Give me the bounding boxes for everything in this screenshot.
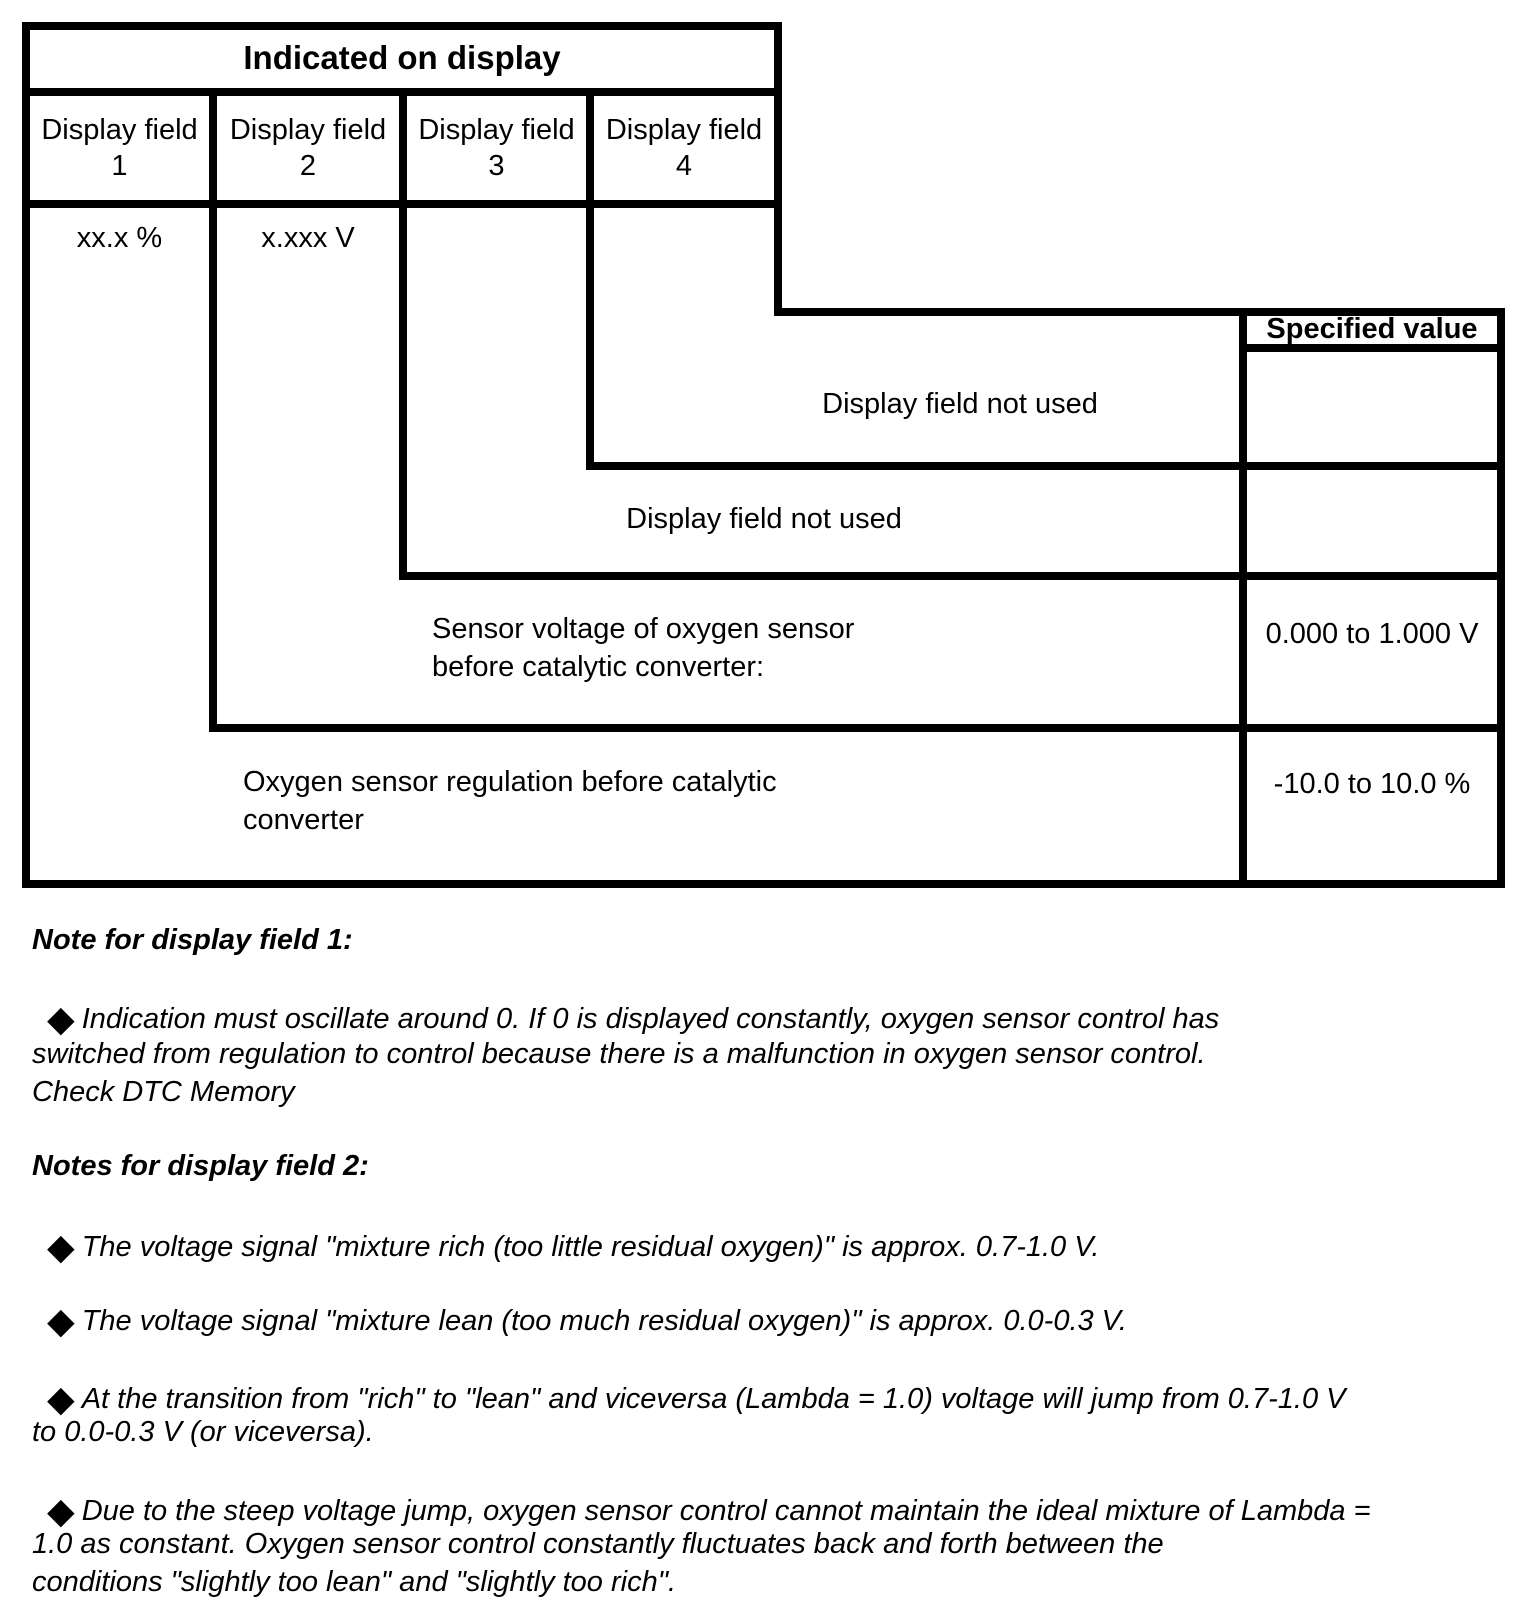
row-description: Display field not used: [822, 388, 1098, 420]
bullet-diamond-icon: ◆: [47, 998, 75, 1039]
row-description-line: Sensor voltage of oxygen sensor: [432, 613, 855, 645]
table-border-segment: [1497, 308, 1505, 888]
column-header-1: Display field 1: [30, 96, 209, 200]
column-header-label: Display field: [418, 114, 575, 146]
note-text: Indication must oscillate around 0. If 0…: [81, 1003, 1220, 1035]
note-line: ◆The voltage signal "mixture lean (too m…: [47, 1300, 1127, 1341]
bullet-diamond-icon: ◆: [47, 1378, 75, 1419]
note-line: 1.0 as constant. Oxygen sensor control c…: [32, 1528, 1164, 1560]
table-border-segment: [586, 88, 594, 470]
column-header-number: 4: [675, 150, 693, 182]
table-border-segment: [22, 22, 30, 888]
table-border-segment: [774, 22, 782, 316]
bullet-diamond-icon: ◆: [47, 1490, 75, 1531]
table-border-segment: [209, 88, 217, 732]
table-border-segment: [586, 462, 1505, 470]
display-format-field-2: x.xxx V: [261, 222, 355, 254]
note-text: The voltage signal "mixture rich (too li…: [81, 1231, 1100, 1263]
column-header-3: Display field 3: [407, 96, 586, 200]
table-border-segment: [1239, 308, 1247, 888]
note-line: ◆Indication must oscillate around 0. If …: [47, 998, 1220, 1039]
row-description-line: Oxygen sensor regulation before catalyti…: [243, 766, 777, 798]
table-border-segment: [1239, 344, 1505, 352]
note-line: Check DTC Memory: [32, 1076, 295, 1108]
note-line: switched from regulation to control beca…: [32, 1038, 1206, 1070]
display-format-field-1: xx.x %: [76, 222, 163, 254]
note-line: to 0.0-0.3 V (or viceversa).: [32, 1416, 374, 1448]
column-header-2: Display field 2: [217, 96, 399, 200]
note-line: conditions "slightly too lean" and "slig…: [32, 1566, 677, 1598]
table-border-segment: [774, 308, 1505, 316]
column-header-4: Display field 4: [594, 96, 774, 200]
bullet-diamond-icon: ◆: [47, 1226, 75, 1267]
row-description: Sensor voltage of oxygen sensor before c…: [432, 610, 854, 686]
note-text: The voltage signal "mixture lean (too mu…: [81, 1305, 1127, 1337]
row-description: Oxygen sensor regulation before catalyti…: [243, 763, 777, 839]
note-line: ◆At the transition from "rich" to "lean"…: [47, 1378, 1346, 1419]
table-border-segment: [399, 572, 1505, 580]
specified-value-header: Specified value: [1266, 313, 1478, 345]
table-border-segment: [22, 880, 1505, 888]
column-header-label: Display field: [605, 114, 763, 146]
row-specified-value: 0.000 to 1.000 V: [1265, 618, 1479, 650]
note-text: Due to the steep voltage jump, oxygen se…: [81, 1495, 1371, 1527]
note-text: At the transition from "rich" to "lean" …: [81, 1383, 1346, 1415]
column-header-number: 2: [299, 150, 317, 182]
column-header-label: Display field: [41, 114, 198, 146]
note-heading-1: Note for display field 1:: [32, 924, 353, 956]
table-border-segment: [209, 724, 1505, 732]
row-description-line: before catalytic converter:: [432, 651, 765, 683]
column-header-number: 1: [111, 150, 128, 182]
table-border-segment: [399, 88, 407, 580]
row-description-line: converter: [243, 804, 364, 836]
bullet-diamond-icon: ◆: [47, 1300, 75, 1341]
row-specified-value: -10.0 to 10.0 %: [1273, 768, 1471, 800]
column-header-number: 3: [488, 150, 505, 182]
note-line: ◆The voltage signal "mixture rich (too l…: [47, 1226, 1100, 1267]
column-header-label: Display field: [229, 114, 387, 146]
row-description: Display field not used: [626, 503, 902, 535]
note-heading-2: Notes for display field 2:: [32, 1150, 369, 1182]
note-line: ◆Due to the steep voltage jump, oxygen s…: [47, 1490, 1371, 1531]
table-border-segment: [22, 22, 782, 30]
table-title: Indicated on display: [243, 39, 561, 76]
